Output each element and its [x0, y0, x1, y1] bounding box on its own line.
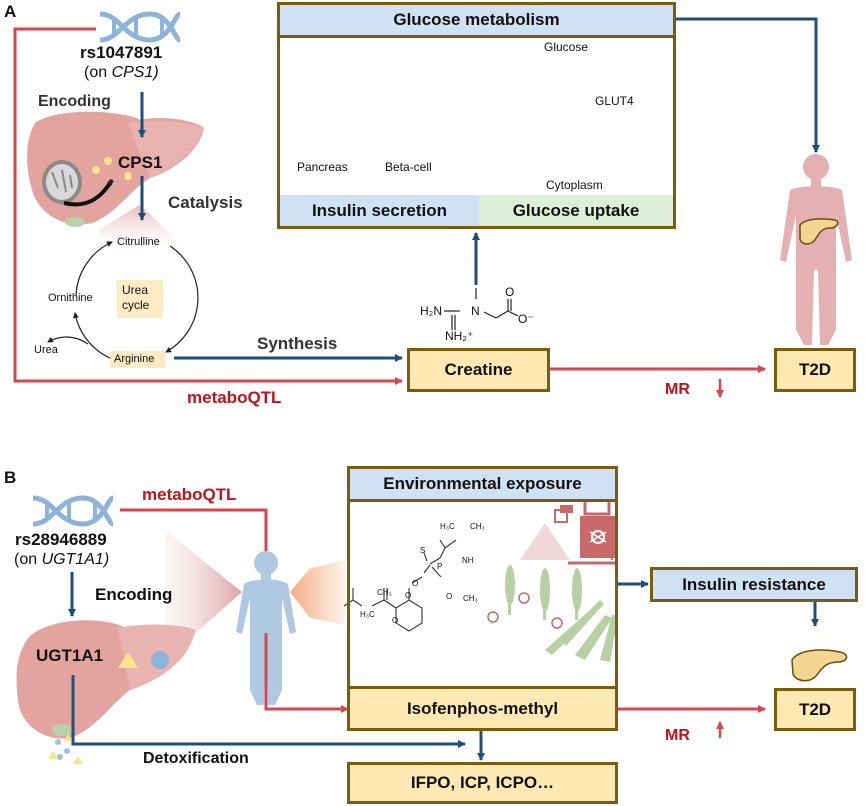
zoom-cone-a	[98, 205, 182, 250]
snp-gene-b: (on UGT1A1)	[14, 551, 109, 569]
atom-label: O	[405, 591, 412, 600]
mr-label-b: MR	[665, 727, 690, 744]
snp-gene-prefix: (on	[14, 551, 42, 568]
atom-label: O	[392, 616, 399, 625]
liver-illustration-b	[16, 620, 195, 764]
atom-label: P	[437, 562, 443, 571]
snp-gene-prefix: (on	[84, 64, 112, 81]
atom-label: CH₃	[463, 594, 478, 603]
encoding-label-b: Encoding	[95, 585, 173, 604]
liver-illustration-a	[27, 111, 205, 227]
creatine-h2n: H₂N	[420, 304, 442, 318]
atom-label: O	[446, 592, 453, 601]
detoxification-label: Detoxification	[143, 750, 249, 767]
glut4-label: GLUT4	[595, 94, 634, 108]
atom-label: S	[420, 546, 426, 555]
glucose-label: Glucose	[544, 40, 589, 54]
metaboqtl-label-b: metaboQTL	[142, 485, 237, 504]
atom-label: CH₃	[470, 522, 485, 531]
dna-icon	[99, 11, 182, 43]
atom-label: H₃C	[440, 522, 455, 531]
encoding-label-a: Encoding	[38, 93, 111, 110]
snp-gene-name: UGT1A1)	[41, 551, 110, 568]
pesticide-sprayer-icon	[520, 498, 616, 565]
pancreas-icon	[791, 649, 848, 682]
environmental-exposure-panel: Environmental exposure	[347, 466, 618, 689]
enzyme-label-a: CPS1	[118, 153, 163, 172]
creatine-box: Creatine	[407, 348, 550, 392]
pancreas-label: Pancreas	[297, 160, 348, 174]
urea-byproduct: Urea	[34, 344, 58, 356]
panel-label-b: B	[4, 468, 17, 487]
snp-gene-a: (on CPS1)	[84, 64, 159, 82]
t2d-box-b: T2D	[774, 688, 856, 731]
isofenphos-methyl-box: Isofenphos-methyl	[347, 686, 618, 731]
glucose-metabolism-panel: Glucose metabolism Insulin secretion Glu…	[277, 2, 676, 229]
catalysis-label: Catalysis	[168, 193, 243, 212]
synthesis-label: Synthesis	[257, 334, 338, 353]
enzyme-label-b: UGT1A1	[36, 646, 104, 665]
isofenphos-methyl-structure	[343, 539, 457, 632]
metabolites-box: IFPO, ICP, ICPO…	[347, 762, 618, 804]
insulin-secretion-label: Insulin secretion	[280, 195, 479, 226]
metaboqtl-line-b	[120, 508, 268, 553]
atom-label: CH₃	[377, 588, 392, 597]
glucose-metabolism-title: Glucose metabolism	[280, 5, 673, 38]
dna-icon	[32, 495, 115, 527]
glucose-uptake-label: Glucose uptake	[479, 195, 673, 226]
t2d-box-a: T2D	[774, 348, 856, 392]
atom-label: H₃C	[360, 610, 375, 619]
atom-label: O	[412, 579, 419, 588]
insulin-resistance-box: Insulin resistance	[650, 567, 858, 602]
detoxification-arrow	[71, 675, 466, 748]
urea-node-ornithine: Ornithine	[48, 292, 93, 304]
pest-icons	[487, 592, 563, 629]
atom-label: NH	[462, 556, 474, 565]
mr-label-a: MR	[665, 381, 690, 398]
glucose-to-body-arrow	[674, 17, 820, 153]
environmental-exposure-title: Environmental exposure	[350, 469, 615, 502]
creatine-structure	[444, 288, 519, 330]
urea-node-arginine: Arginine	[114, 353, 155, 365]
urea-cycle-diagram	[47, 241, 199, 368]
snp-id-b: rs28946889	[15, 530, 107, 549]
metaboqtl-label-a: metaboQTL	[187, 388, 282, 407]
urea-cycle-line1: Urea	[122, 283, 149, 297]
panel-label-a: A	[4, 2, 17, 21]
creatine-o-minus: O⁻	[518, 312, 534, 326]
creatine-o: O	[505, 285, 515, 299]
snp-id-a: rs1047891	[80, 43, 163, 62]
creatine-nh2-plus: NH₂⁺	[445, 329, 474, 343]
creatine-n: N	[471, 304, 480, 318]
urea-cycle-line2: cycle	[122, 298, 150, 312]
cytoplasm-label: Cytoplasm	[546, 178, 603, 192]
snp-gene-name: CPS1)	[111, 64, 159, 81]
beta-cell-label: Beta-cell	[385, 160, 432, 174]
metaboqtl-line-a	[13, 27, 403, 385]
metaboqtl-to-compound-arrow	[264, 633, 349, 713]
urea-node-citrulline: Citrulline	[117, 236, 160, 248]
crop-field-icon	[505, 565, 618, 662]
pancreas-icon	[799, 218, 839, 245]
human-body-icon	[780, 154, 852, 345]
